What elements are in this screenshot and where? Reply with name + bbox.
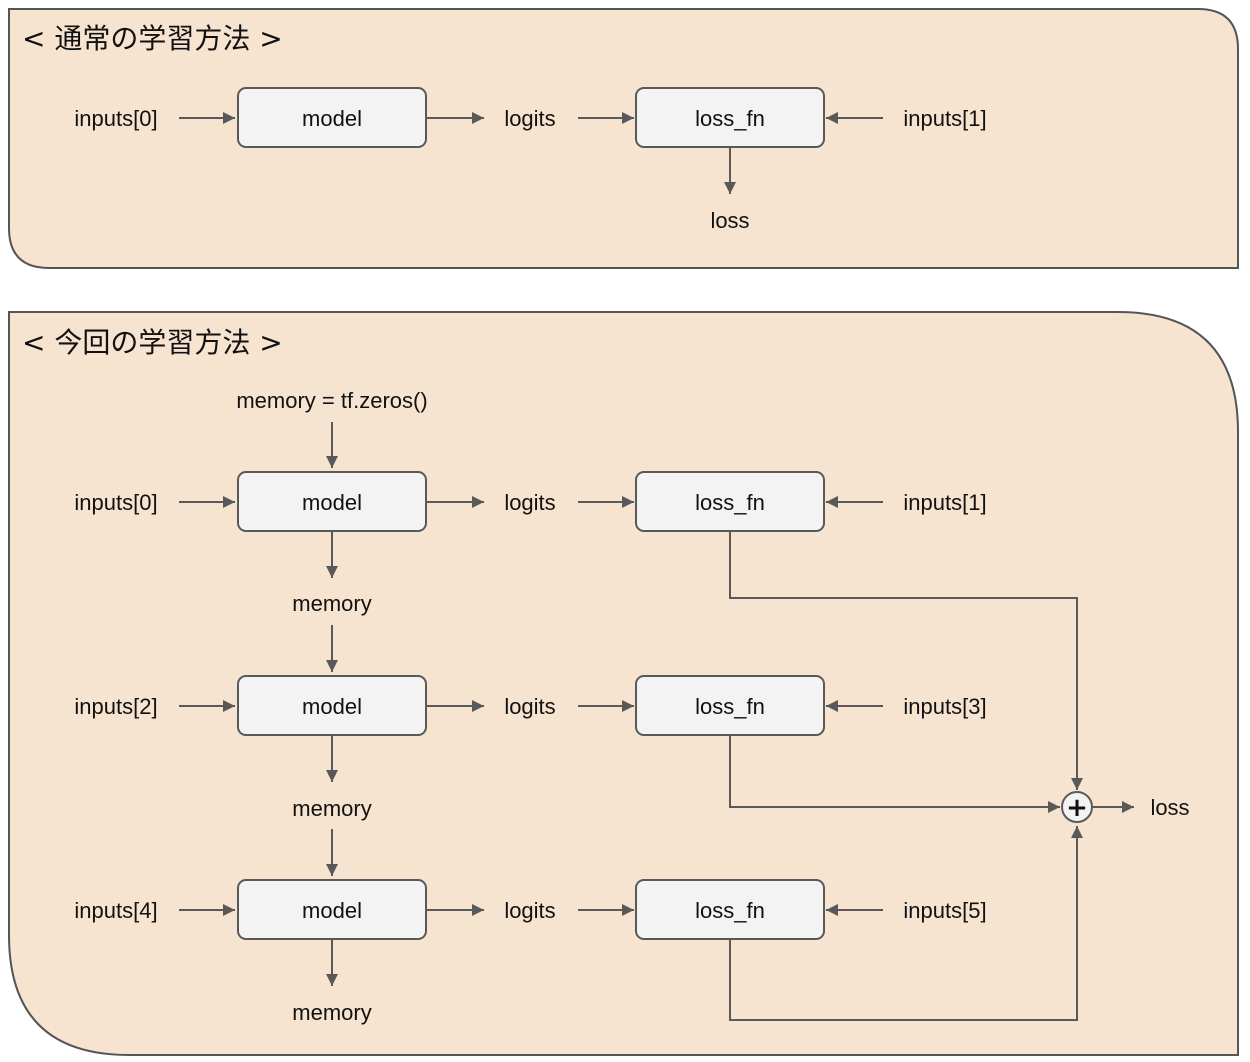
step-loss-to-sum-connector	[729, 735, 1060, 813]
step-model-label: model	[302, 898, 362, 923]
bottom-loss-label: loss	[1150, 795, 1189, 820]
top-target-label: inputs[1]	[903, 106, 986, 131]
step-loss-to-sum-connector	[729, 531, 1083, 790]
step-memory-label: memory	[292, 1000, 371, 1025]
top-logits-label: logits	[504, 106, 555, 131]
bottom-panel-title: < 今回の学習方法 >	[22, 326, 283, 359]
step-row: inputs[0] model logits loss_fn inputs[1]…	[74, 471, 1083, 790]
step-row: inputs[2] model logits loss_fn inputs[3]…	[74, 675, 1060, 821]
memory-init-label: memory = tf.zeros()	[236, 388, 427, 413]
top-panel-background	[8, 8, 1239, 269]
step-target-label: inputs[3]	[903, 694, 986, 719]
step-input-label: inputs[2]	[74, 694, 157, 719]
top-model-label: model	[302, 106, 362, 131]
step-loss-fn-label: loss_fn	[695, 898, 765, 923]
sum-node: +	[1061, 791, 1093, 823]
bottom-panel-background	[8, 311, 1239, 1056]
step-loss-to-sum-connector	[729, 826, 1083, 1021]
top-loss-fn-label: loss_fn	[695, 106, 765, 131]
top-panel: < 通常の学習方法 > inputs[0] model logits loss_…	[8, 8, 1239, 269]
top-panel-title: < 通常の学習方法 >	[22, 22, 283, 55]
step-loss-fn-label: loss_fn	[695, 694, 765, 719]
step-logits-label: logits	[504, 898, 555, 923]
step-logits-label: logits	[504, 490, 555, 515]
step-target-label: inputs[5]	[903, 898, 986, 923]
step-target-label: inputs[1]	[903, 490, 986, 515]
step-memory-label: memory	[292, 591, 371, 616]
step-input-label: inputs[0]	[74, 490, 157, 515]
step-logits-label: logits	[504, 694, 555, 719]
top-input-label: inputs[0]	[74, 106, 157, 131]
step-input-label: inputs[4]	[74, 898, 157, 923]
step-model-label: model	[302, 490, 362, 515]
step-loss-fn-label: loss_fn	[695, 490, 765, 515]
plus-icon: +	[1066, 793, 1088, 823]
bottom-panel: < 今回の学習方法 > memory = tf.zeros() inputs[0…	[8, 311, 1239, 1056]
step-row: inputs[4] model logits loss_fn inputs[5]…	[74, 826, 1083, 1025]
step-memory-label: memory	[292, 796, 371, 821]
top-loss-label: loss	[710, 208, 749, 233]
step-model-label: model	[302, 694, 362, 719]
